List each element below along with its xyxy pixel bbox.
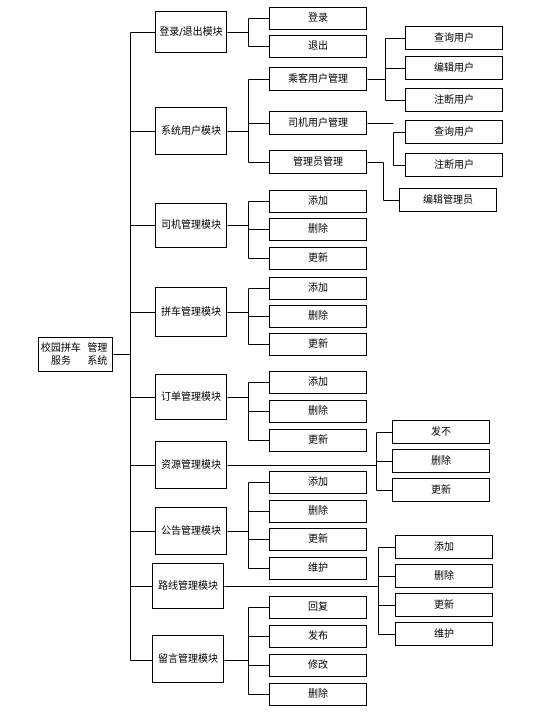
module-login-logout: 登录/退出模块 [155,11,227,53]
item-login: 登录 [269,7,367,30]
subitem-passenger-query: 查询用户 [405,26,503,50]
item-driver-delete: 删除 [269,218,367,241]
module-route-management: 路线管理模块 [152,563,224,609]
subitem-admin-edit: 编辑管理员 [399,188,497,212]
subitem-driver-deregister: 注断用户 [405,153,503,177]
item-message-delete: 删除 [269,683,367,706]
item-message-publish: 发布 [269,625,367,648]
subitem-passenger-deregister: 注断用户 [405,88,503,112]
item-carpool-update: 更新 [269,333,367,356]
item-order-update: 更新 [269,429,367,452]
item-carpool-delete: 删除 [269,305,367,328]
item-resource-publish: 发不 [392,420,490,444]
item-carpool-add: 添加 [269,277,367,300]
item-route-maintain: 维护 [395,622,493,646]
root-title-line2: 管理系统 [87,342,108,367]
item-driver-user-management: 司机用户管理 [269,111,367,135]
item-driver-update: 更新 [269,247,367,270]
item-announcement-update: 更新 [269,528,367,551]
item-message-reply: 回复 [269,596,367,619]
module-order-management: 订单管理模块 [155,374,227,420]
item-resource-delete: 删除 [392,449,490,473]
subitem-driver-query: 查询用户 [405,120,503,144]
item-message-edit: 修改 [269,654,367,677]
item-admin-management: 管理员管理 [269,150,367,174]
item-order-delete: 删除 [269,400,367,423]
item-route-add: 添加 [395,535,493,559]
item-driver-add: 添加 [269,190,367,213]
subitem-passenger-edit: 编辑用户 [405,56,503,80]
module-driver-management: 司机管理模块 [155,203,227,248]
module-system-users: 系统用户模块 [155,107,227,155]
item-route-update: 更新 [395,593,493,617]
item-resource-update: 更新 [392,478,490,502]
root-node: 校园拼车服务 管理系统 [38,337,113,372]
module-carpool-management: 拼车管理模块 [155,287,227,337]
root-title-line1: 校园拼车服务 [40,342,81,367]
item-announcement-maintain: 维护 [269,557,367,580]
item-announcement-delete: 删除 [269,500,367,523]
item-order-add: 添加 [269,371,367,394]
item-passenger-user-management: 乘客用户管理 [269,67,367,91]
item-route-delete: 删除 [395,564,493,588]
module-resource-management: 资源管理模块 [155,441,227,489]
item-announcement-add: 添加 [269,471,367,494]
module-announcement-management: 公告管理模块 [155,507,227,555]
module-message-management: 留言管理模块 [152,635,224,683]
item-logout: 退出 [269,35,367,58]
